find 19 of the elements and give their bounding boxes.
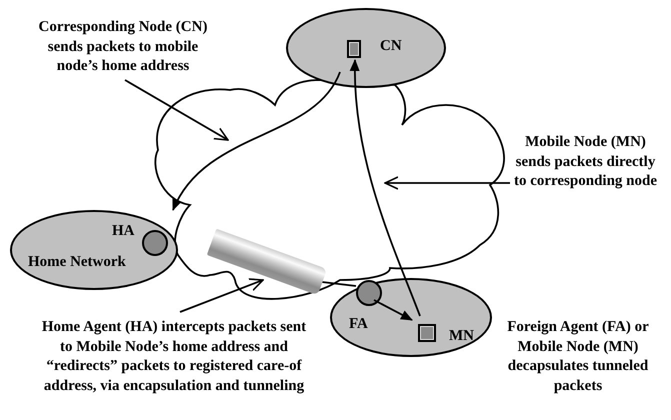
arrow xyxy=(350,59,421,316)
node-label: MN xyxy=(449,328,474,345)
node-label: CN xyxy=(380,38,402,55)
node-label: Home Network xyxy=(28,254,126,271)
host-square xyxy=(347,40,361,58)
callout-text: Home Agent (HA) intercepts packets sent to Mobile Node’s home address and “redirects” packets to registered care-of address, via encapsulation and tunneling xyxy=(40,318,308,418)
callout-text: Mobile Node (MN) sends packets directly to corresponding node xyxy=(508,133,663,213)
agent-circle xyxy=(356,280,382,306)
node-label: HA xyxy=(112,223,134,240)
leader-line xyxy=(124,79,229,141)
leader-line xyxy=(180,278,264,313)
arrow xyxy=(172,72,341,211)
node-label: FA xyxy=(349,316,368,333)
callout-text: Corresponding Node (CN) sends packets to mobile node’s home address xyxy=(28,18,218,78)
callout-text: Foreign Agent (FA) or Mobile Node (MN) decapsulates tunneled packets xyxy=(506,318,650,396)
leader-line xyxy=(384,176,510,190)
arrow xyxy=(374,299,413,321)
agent-circle xyxy=(142,230,168,256)
host-square xyxy=(418,324,436,342)
